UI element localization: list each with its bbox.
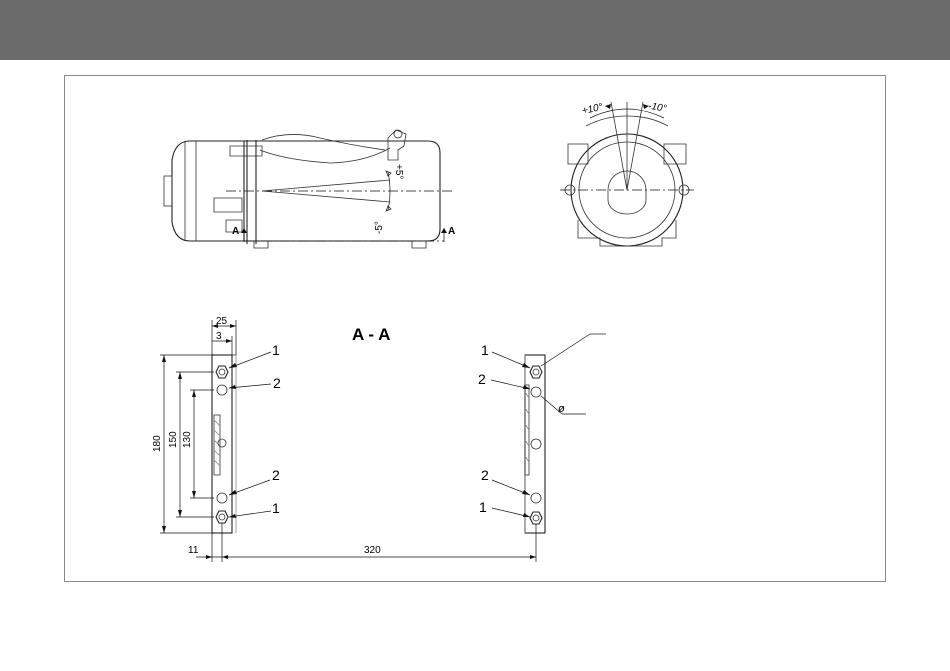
section-title: A - A [352,325,390,344]
diameter-symbol: ø [558,403,565,415]
section-marker-left: A [232,226,239,237]
right-slot-hatch [525,392,529,462]
dim-180-label: 180 [152,435,163,452]
dim-3-label: 3 [216,331,222,342]
top-connector [388,130,406,160]
callout-left-top-1: 1 [272,342,280,358]
left-callout-leaders [229,352,271,518]
end-cap-boss [164,176,172,206]
dim-11-label: 11 [188,545,199,556]
tilt-up-label: +5° [393,164,404,179]
bracket-clamp [230,146,262,156]
left-bottom-nut [216,511,228,523]
left-slot-hatch [214,420,220,466]
right-top-hole [531,387,541,397]
right-bottom-nut [530,512,542,524]
section-view: A - A [152,316,606,562]
callout-left-bottom-2: 2 [272,467,280,483]
tilt-down-label: -5° [374,221,385,234]
tilt-left-label: +10° [581,102,604,117]
bottom-dimensions [196,523,536,562]
dim-320-label: 320 [364,545,381,556]
cable-loop [260,148,390,163]
cable-loop-2 [262,134,385,150]
left-bottom-hole [217,493,227,503]
left-rail [212,355,232,533]
section-ticks [244,228,444,242]
callout-right-top-1: 1 [481,342,489,358]
tilt-line-down [262,191,390,202]
left-top-nut [216,366,228,378]
dim-150-label: 150 [168,431,179,448]
callout-right-bottom-1: 1 [479,499,487,515]
left-top-nut-hole [219,369,225,375]
section-arrows [241,228,447,233]
side-view: A A +5° -5° [164,130,455,248]
right-bottom-nut-hole [533,515,539,521]
section-marker-right: A [448,226,455,237]
left-mid-hole [218,439,226,447]
callout-left-bottom-1: 1 [272,500,280,516]
mount-feet [254,241,426,248]
right-mid-hole [531,439,541,449]
callout-left-top-2: 2 [273,375,281,391]
right-top-nut [530,366,542,378]
end-cap-ribs [185,141,196,241]
tilt-line-up [262,180,390,191]
callout-right-bottom-2: 2 [481,467,489,483]
left-top-hole [217,385,227,395]
right-top-nut-hole [533,369,539,375]
right-bottom-hole [531,493,541,503]
dim-25-label: 25 [216,316,228,327]
callout-right-top-2: 2 [478,371,486,387]
left-bottom-nut-hole [219,514,225,520]
dim-130-label: 130 [182,431,193,448]
right-callout-leaders [491,334,606,517]
front-view: +10° -10° [560,101,694,246]
